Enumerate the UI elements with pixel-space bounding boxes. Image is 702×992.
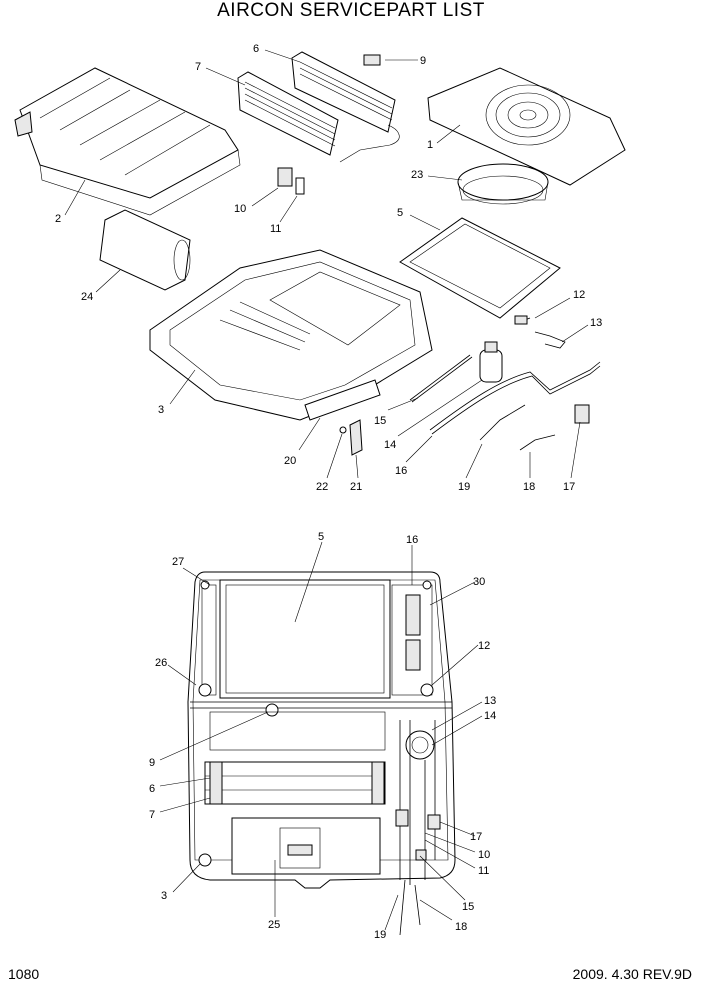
plan-callout-6: 6: [149, 783, 155, 795]
plan-callouts: 5 27 16 30 26 12 13 14 9 6 7 17 10 11 15…: [149, 531, 496, 941]
plan-part-25-blower: [198, 817, 381, 875]
part-22-screw: [339, 426, 347, 434]
exploded-callouts: 1 2 3 5 6 7 9 10 11 12 13 14 15 16 17 18…: [55, 43, 602, 493]
part-2-top-cover: [14, 67, 241, 216]
callout-17: 17: [563, 481, 575, 493]
part-15-pipe-edge: [411, 356, 473, 403]
part-6-heater-core: [291, 51, 400, 163]
plan-callout-27: 27: [172, 556, 184, 568]
part-21-clip: [349, 419, 363, 456]
callout-20: 20: [284, 455, 296, 467]
part-23-fan-shroud: [457, 163, 549, 205]
plan-callout-14: 14: [484, 710, 496, 722]
part-16-pipe-edge: [431, 365, 601, 435]
callout-14: 14: [384, 439, 396, 451]
callout-15: 15: [374, 415, 386, 427]
part-1-fan-cover: [427, 67, 626, 186]
callout-2: 2: [55, 213, 61, 225]
part-24-filter: [99, 209, 191, 291]
callout-13: 13: [590, 317, 602, 329]
part-10-sensor: [277, 167, 293, 187]
callout-11: 11: [270, 223, 281, 235]
plan-callout-10: 10: [478, 849, 490, 861]
callout-21: 21: [350, 481, 362, 493]
part-5-condenser: [399, 217, 561, 319]
part-15-pipe: [409, 354, 471, 401]
callout-19: 19: [458, 481, 470, 493]
part-3-main-housing: [149, 249, 433, 421]
plan-right-plumbing: [395, 720, 441, 936]
part-9-valve: [363, 54, 381, 66]
plan-part-5-condenser: [219, 579, 391, 699]
part-12-fitting-body: [514, 315, 528, 325]
part-17-valve: [574, 404, 590, 424]
plan-callout-16: 16: [406, 534, 418, 546]
page-number: 1080: [8, 966, 40, 982]
callout-12: 12: [573, 289, 585, 301]
callout-6: 6: [253, 43, 259, 55]
callout-16: 16: [395, 465, 407, 477]
part-19-hose: [479, 404, 526, 441]
date-revision: 2009. 4.30 REV.9D: [572, 966, 692, 982]
plan-callout-17: 17: [470, 831, 482, 843]
plan-callout-19: 19: [374, 929, 386, 941]
exploded-leader-lines: [64, 49, 589, 479]
callout-10: 10: [234, 203, 246, 215]
plan-callout-12: 12: [478, 640, 490, 652]
part-14-receiver-drier: [479, 341, 503, 383]
page-title: AIRCON SERVICEPART LIST: [217, 0, 485, 21]
plan-part-9-valve: [209, 703, 386, 751]
part-11-bracket: [295, 177, 305, 195]
callout-23: 23: [411, 169, 423, 181]
callout-18: 18: [523, 481, 535, 493]
part-20-label-plate: [304, 379, 381, 421]
plan-callout-18: 18: [455, 921, 467, 933]
plan-callout-13: 13: [484, 695, 496, 707]
plan-callout-15: 15: [462, 901, 474, 913]
part-18-hose: [519, 434, 556, 451]
part-16-pipe: [429, 361, 601, 431]
plan-side-rails: [198, 580, 434, 697]
plan-callout-25: 25: [268, 919, 280, 931]
plan-callout-26: 26: [155, 657, 167, 669]
plan-callout-5: 5: [318, 531, 324, 543]
part-7-evaporator-core: [237, 71, 339, 156]
callout-9: 9: [420, 55, 426, 67]
plan-callout-3: 3: [161, 890, 167, 902]
plan-callout-30: 30: [473, 576, 485, 588]
callout-5: 5: [397, 207, 403, 219]
callout-3: 3: [158, 404, 164, 416]
callout-24: 24: [81, 291, 93, 303]
plan-callout-7: 7: [149, 809, 155, 821]
plan-callout-11: 11: [478, 865, 489, 877]
plan-parts-6-7-cores: [204, 761, 386, 805]
plan-leader-lines: [159, 541, 483, 931]
plan-callout-9: 9: [149, 757, 155, 769]
callout-1: 1: [427, 139, 433, 151]
callout-22: 22: [316, 481, 328, 493]
callout-7: 7: [195, 61, 201, 73]
part-13-hose: [534, 331, 566, 349]
